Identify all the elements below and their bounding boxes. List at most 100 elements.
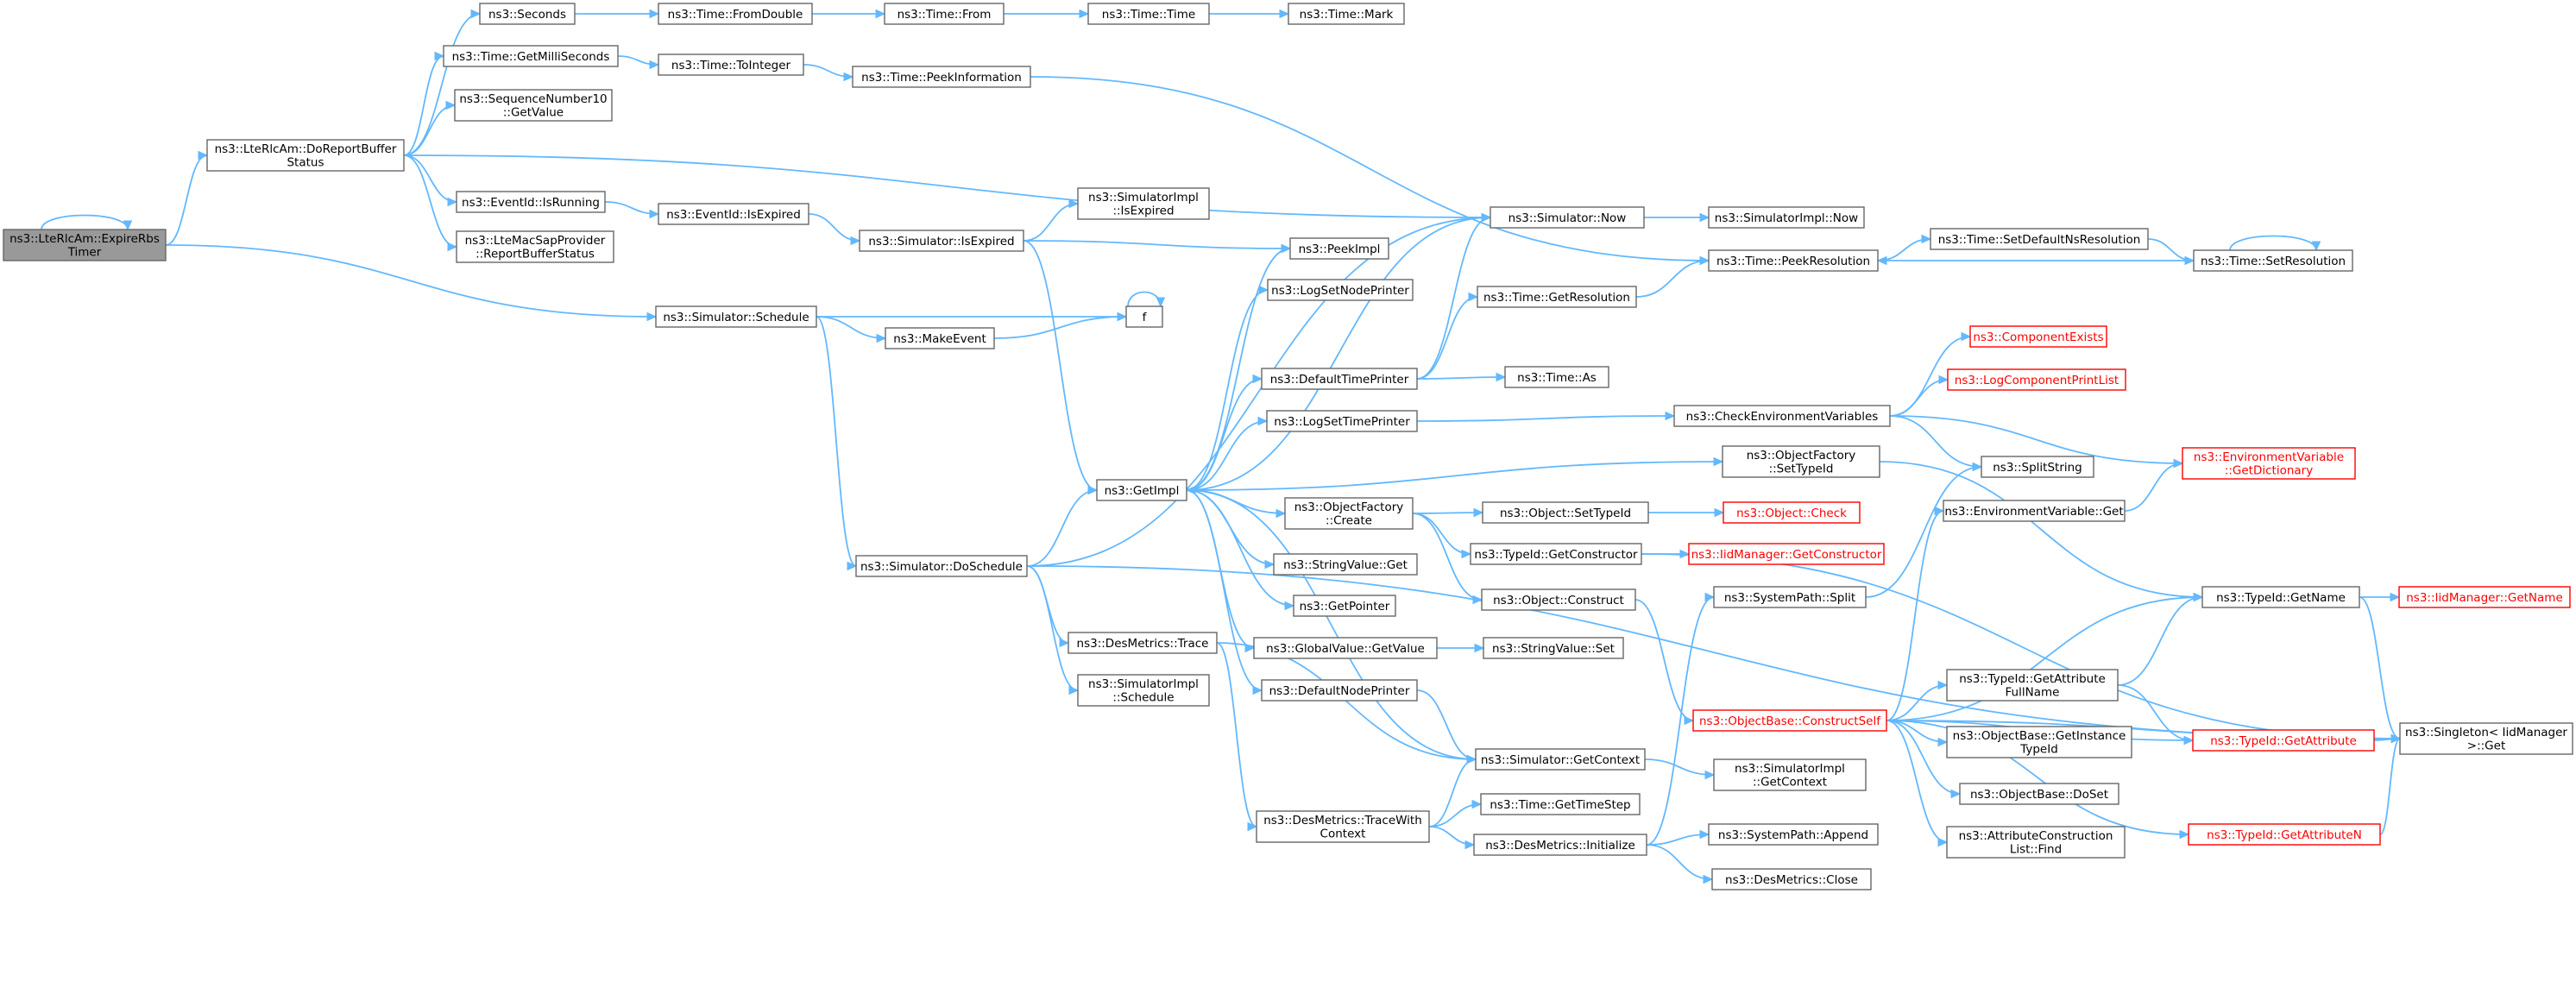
node-iidgetname[interactable]: ns3::IidManager::GetName [2398, 586, 2571, 608]
node-spappend[interactable]: ns3::SystemPath::Append [1708, 823, 1879, 846]
node-gettimestep[interactable]: ns3::Time::GetTimeStep [1480, 793, 1641, 815]
node-getpointer[interactable]: ns3::GetPointer [1293, 595, 1396, 617]
node-splitstring[interactable]: ns3::SplitString [1981, 456, 2094, 478]
node-box [1477, 286, 1637, 308]
node-objcheck[interactable]: ns3::Object::Check [1723, 501, 1861, 524]
node-label: ns3::IidManager::GetConstructor [1691, 548, 1882, 562]
edge-obconstructself-to-tidgetattrn [1886, 720, 2190, 840]
node-setres[interactable]: ns3::Time::SetResolution [2193, 249, 2353, 272]
node-f[interactable]: f [1125, 305, 1163, 328]
node-box [1713, 758, 1867, 791]
node-dmtrace[interactable]: ns3::DesMetrics::Trace [1068, 632, 1218, 654]
node-simgetctx[interactable]: ns3::Simulator::GetContext [1475, 748, 1646, 771]
node-label: ns3::Seconds [488, 8, 566, 22]
node-simimplnow[interactable]: ns3::SimulatorImpl::Now [1708, 206, 1865, 229]
node-box [1490, 206, 1645, 229]
node-lmsp[interactable]: ns3::LteMacSapProvider::ReportBufferStat… [456, 230, 614, 263]
node-obdoset[interactable]: ns3::ObjectBase::DoSet [1959, 783, 2119, 805]
node-label: ns3::Time::FromDouble [668, 8, 803, 22]
node-simimplgetctx[interactable]: ns3::SimulatorImpl::GetContext [1713, 758, 1867, 791]
node-box [1267, 279, 1414, 301]
node-getres[interactable]: ns3::Time::GetResolution [1477, 286, 1637, 308]
node-gvgetvalue[interactable]: ns3::GlobalValue::GetValue [1253, 637, 1438, 659]
node-tointeger[interactable]: ns3::Time::ToInteger [658, 53, 804, 76]
node-peekimpl[interactable]: ns3::PeekImpl [1289, 237, 1389, 260]
node-obconstructself[interactable]: ns3::ObjectBase::ConstructSelf [1692, 709, 1887, 732]
node-peekinfo[interactable]: ns3::Time::PeekInformation [852, 66, 1031, 88]
node-tidgetname[interactable]: ns3::TypeId::GetName [2201, 586, 2360, 608]
node-label: ns3::Time::As [1517, 371, 1597, 385]
node-checkenv[interactable]: ns3::CheckEnvironmentVariables [1673, 405, 1891, 427]
node-box [1289, 237, 1389, 260]
node-seqnum[interactable]: ns3::SequenceNumber10::GetValue [454, 89, 613, 122]
node-getms[interactable]: ns3::Time::GetMilliSeconds [443, 45, 619, 67]
node-simnow[interactable]: ns3::Simulator::Now [1490, 206, 1645, 229]
node-logsettime[interactable]: ns3::LogSetTimePrinter [1266, 410, 1418, 432]
edge-drbs-to-getms [403, 51, 445, 156]
node-strset[interactable]: ns3::StringValue::Set [1483, 637, 1624, 659]
node-box [1473, 834, 1647, 856]
edge-getimpl-to-deftimeprinter [1186, 374, 1263, 491]
node-eidexpired[interactable]: ns3::EventId::IsExpired [658, 203, 809, 225]
edge-dmtracectx-to-simgetctx [1428, 754, 1477, 828]
node-compexists[interactable]: ns3::ComponentExists [1969, 325, 2107, 348]
node-label: ns3::DesMetrics::Close [1725, 873, 1858, 887]
node-tidgetctor[interactable]: ns3::TypeId::GetConstructor [1470, 543, 1642, 565]
edge-dminit-to-spsplit [1646, 592, 1716, 846]
node-singletonget[interactable]: ns3::Singleton< IidManager >::Get [2399, 722, 2573, 755]
node-deftimeprinter[interactable]: ns3::DefaultTimePrinter [1261, 368, 1418, 390]
node-isrunning[interactable]: ns3::EventId::IsRunning [456, 191, 606, 213]
edge-dmtrace-to-simgetctx [1216, 642, 1477, 765]
node-logcompprint[interactable]: ns3::LogComponentPrintList [1947, 368, 2126, 391]
edge-envget-to-envdict [2124, 458, 2184, 512]
node-timeas[interactable]: ns3::Time::As [1504, 366, 1609, 388]
node-simimplsched[interactable]: ns3::SimulatorImpl::Schedule [1077, 674, 1210, 707]
node-logsetnode[interactable]: ns3::LogSetNodePrinter [1267, 279, 1414, 301]
node-objconstruct[interactable]: ns3::Object::Construct [1481, 588, 1636, 611]
node-label: ns3::LteRlcAm::ExpireRbs [9, 232, 160, 246]
node-tidgetattrn[interactable]: ns3::TypeId::GetAttributeN [2188, 823, 2381, 846]
edge-root-to-root [41, 214, 133, 231]
node-peekres[interactable]: ns3::Time::PeekResolution [1708, 249, 1879, 272]
node-fromdouble[interactable]: ns3::Time::FromDouble [658, 3, 813, 25]
node-label: ns3::TypeId::GetAttributeN [2207, 828, 2362, 842]
node-simdosched[interactable]: ns3::Simulator::DoSchedule [855, 555, 1028, 577]
node-setdefres[interactable]: ns3::Time::SetDefaultNsResolution [1930, 228, 2149, 250]
node-dminit[interactable]: ns3::DesMetrics::Initialize [1473, 834, 1647, 856]
node-getimpl[interactable]: ns3::GetImpl [1096, 479, 1187, 501]
node-box [658, 3, 813, 25]
node-seconds[interactable]: ns3::Seconds [479, 3, 576, 25]
node-ofcreate[interactable]: ns3::ObjectFactory::Create [1284, 497, 1414, 530]
node-schedule[interactable]: ns3::Simulator::Schedule [655, 305, 817, 328]
node-from[interactable]: ns3::Time::From [884, 3, 1005, 25]
edge-ofcreate-to-objsettid [1412, 507, 1484, 518]
node-defnodeprinter[interactable]: ns3::DefaultNodePrinter [1261, 679, 1418, 702]
node-dmclose[interactable]: ns3::DesMetrics::Close [1711, 868, 1872, 890]
node-objsettid[interactable]: ns3::Object::SetTypeId [1482, 501, 1649, 524]
edge-tidgetattrfull-to-tidgetattr [2117, 684, 2195, 746]
call-edges [41, 9, 2402, 884]
node-strget[interactable]: ns3::StringValue::Get [1273, 553, 1418, 576]
node-box [1692, 709, 1887, 732]
node-time[interactable]: ns3::Time::Time [1087, 3, 1210, 25]
node-box [1946, 726, 2132, 758]
node-iidgetctor[interactable]: ns3::IidManager::GetConstructor [1688, 543, 1885, 565]
node-simimplexp[interactable]: ns3::SimulatorImpl::IsExpired [1077, 187, 1210, 220]
node-envget[interactable]: ns3::EnvironmentVariable::Get [1943, 500, 2126, 522]
node-spsplit[interactable]: ns3::SystemPath::Split [1713, 586, 1867, 608]
node-simexpired[interactable]: ns3::Simulator::IsExpired [859, 230, 1024, 252]
node-makeevent[interactable]: ns3::MakeEvent [885, 327, 995, 349]
edge-drbs-to-seconds [403, 9, 482, 156]
node-envdict[interactable]: ns3::EnvironmentVariable::GetDictionary [2182, 447, 2356, 480]
node-label: ns3::TypeId::GetAttribute [2210, 734, 2357, 748]
node-mark[interactable]: ns3::Time::Mark [1288, 3, 1405, 25]
node-label: ns3::CheckEnvironmentVariables [1686, 410, 1879, 424]
node-ofsettid[interactable]: ns3::ObjectFactory::SetTypeId [1722, 445, 1880, 478]
node-tidgetattr[interactable]: ns3::TypeId::GetAttribute [2192, 729, 2375, 752]
